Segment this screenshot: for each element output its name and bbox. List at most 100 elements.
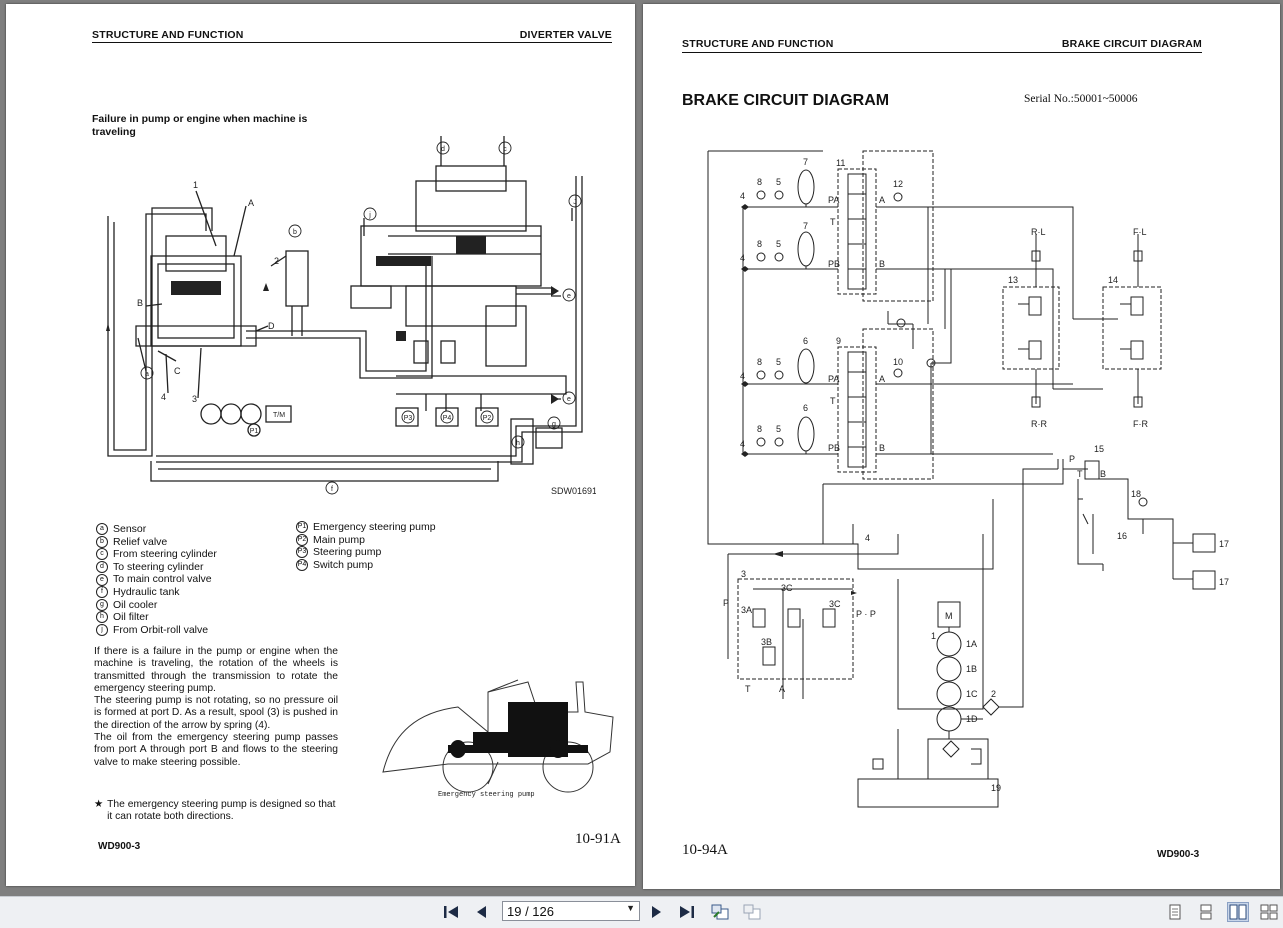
two-page-continuous-view-button[interactable] (1258, 902, 1280, 922)
label-4: 4 (740, 439, 745, 449)
label-5: 5 (776, 239, 781, 249)
svg-text:f: f (331, 486, 333, 493)
forward-view-icon (743, 904, 761, 920)
label-8: 8 (757, 239, 762, 249)
page-indicator: 19 / 126 (507, 903, 554, 919)
label-b: B (879, 443, 885, 453)
first-page-button[interactable] (440, 902, 462, 922)
last-page-button[interactable] (676, 902, 698, 922)
back-view-icon (711, 904, 729, 920)
go-forward-view-button[interactable] (741, 902, 763, 922)
legend-item: b Relief valve (96, 536, 217, 549)
label-3c: 3C (781, 583, 793, 593)
legend-label: Oil filter (113, 611, 149, 624)
previous-page-button[interactable] (470, 902, 492, 922)
brake-circuit-diagram: R·L F·L R·R F·R 4 4 4 4 8 5 8 5 8 5 8 5 … (707, 150, 1229, 808)
viewer-toolbar: 19 / 126 ▼ (0, 896, 1283, 928)
paragraph: The steering pump is not rotating, so no… (94, 695, 338, 731)
note: ★ The emergency steering pump is designe… (94, 799, 342, 824)
svg-text:g: g (552, 421, 556, 428)
label-12: 12 (893, 179, 903, 189)
label-3a: 3A (741, 605, 752, 615)
svg-text:C: C (174, 366, 181, 376)
left-page: STRUCTURE AND FUNCTION DIVERTER VALVE Fa… (6, 4, 635, 886)
label-13: 13 (1008, 275, 1018, 285)
label-4: 4 (740, 371, 745, 381)
svg-text:P3: P3 (404, 415, 413, 422)
label-1a: 1A (966, 639, 977, 649)
single-page-icon (1169, 904, 1181, 920)
left-subtitle-line1: Failure in pump or engine when machine i… (92, 113, 308, 125)
diagram-title: BRAKE CIRCUIT DIAGRAM (682, 92, 890, 109)
continuous-page-icon (1200, 904, 1212, 920)
label-6: 6 (803, 336, 808, 346)
left-header-title: DIVERTER VALVE (519, 29, 612, 41)
label-3: 3 (741, 569, 746, 579)
svg-text:h: h (516, 440, 520, 447)
svg-text:e: e (567, 396, 571, 403)
svg-text:2: 2 (274, 256, 279, 266)
single-page-view-button[interactable] (1164, 902, 1186, 922)
svg-text:D: D (268, 321, 275, 331)
svg-text:d: d (441, 146, 445, 153)
legend-marker: b (96, 535, 108, 548)
legend-item: h Oil filter (96, 611, 217, 624)
svg-text:1: 1 (193, 180, 198, 190)
label-fl: F·L (1133, 227, 1147, 237)
label-7: 7 (803, 157, 808, 167)
two-page-continuous-icon (1260, 904, 1278, 920)
label-p: P (1069, 454, 1075, 464)
label-3c: 3C (829, 599, 841, 609)
legend-label: Relief valve (113, 535, 168, 548)
label-17: 17 (1219, 539, 1229, 549)
label-b: B (879, 259, 885, 269)
label-pa: PA (828, 374, 839, 384)
paragraph: The oil from the emergency steering pump… (94, 732, 338, 768)
go-back-view-button[interactable] (709, 902, 731, 922)
svg-text:4: 4 (161, 392, 166, 402)
label-pb: PB (828, 259, 840, 269)
right-page-number: 10-94A (682, 842, 728, 858)
label-1d: 1D (966, 714, 978, 724)
machine-caption: Emergency steering pump (438, 791, 535, 799)
legend-label: Emergency steering pump (313, 521, 436, 533)
left-subtitle: Failure in pump or engine when machine i… (92, 113, 307, 139)
label-a: A (879, 195, 885, 205)
explanation-text: If there is a failure in the pump or eng… (94, 646, 338, 769)
label-5: 5 (776, 424, 781, 434)
label-rl: R·L (1031, 227, 1046, 237)
legend-label: Main pump (313, 533, 365, 546)
legend-marker: a (96, 523, 108, 536)
svg-text:P2: P2 (483, 415, 492, 422)
svg-text:SDW01691: SDW01691 (551, 486, 596, 496)
right-header-section: STRUCTURE AND FUNCTION (682, 38, 834, 50)
right-footer-model: WD900-3 (1157, 849, 1200, 860)
label-3b: 3B (761, 637, 772, 647)
svg-text:A: A (248, 198, 254, 208)
svg-text:a: a (145, 371, 149, 378)
continuous-view-button[interactable] (1195, 902, 1217, 922)
legend-label: To main control valve (113, 573, 212, 586)
label-4: 4 (865, 533, 870, 543)
left-page-number: 10-91A (575, 831, 621, 847)
label-4: 4 (740, 253, 745, 263)
label-m: M (945, 611, 953, 621)
label-7: 7 (803, 221, 808, 231)
legend-marker: d (96, 561, 108, 574)
legend-marker: h (96, 611, 108, 624)
paragraph: If there is a failure in the pump or eng… (94, 646, 338, 694)
first-page-icon (444, 906, 458, 918)
svg-text:j: j (368, 212, 371, 219)
next-page-icon (652, 906, 661, 918)
two-page-view-button[interactable] (1227, 902, 1249, 922)
page-select[interactable]: 19 / 126 ▼ (502, 901, 640, 921)
next-page-button[interactable] (646, 902, 668, 922)
